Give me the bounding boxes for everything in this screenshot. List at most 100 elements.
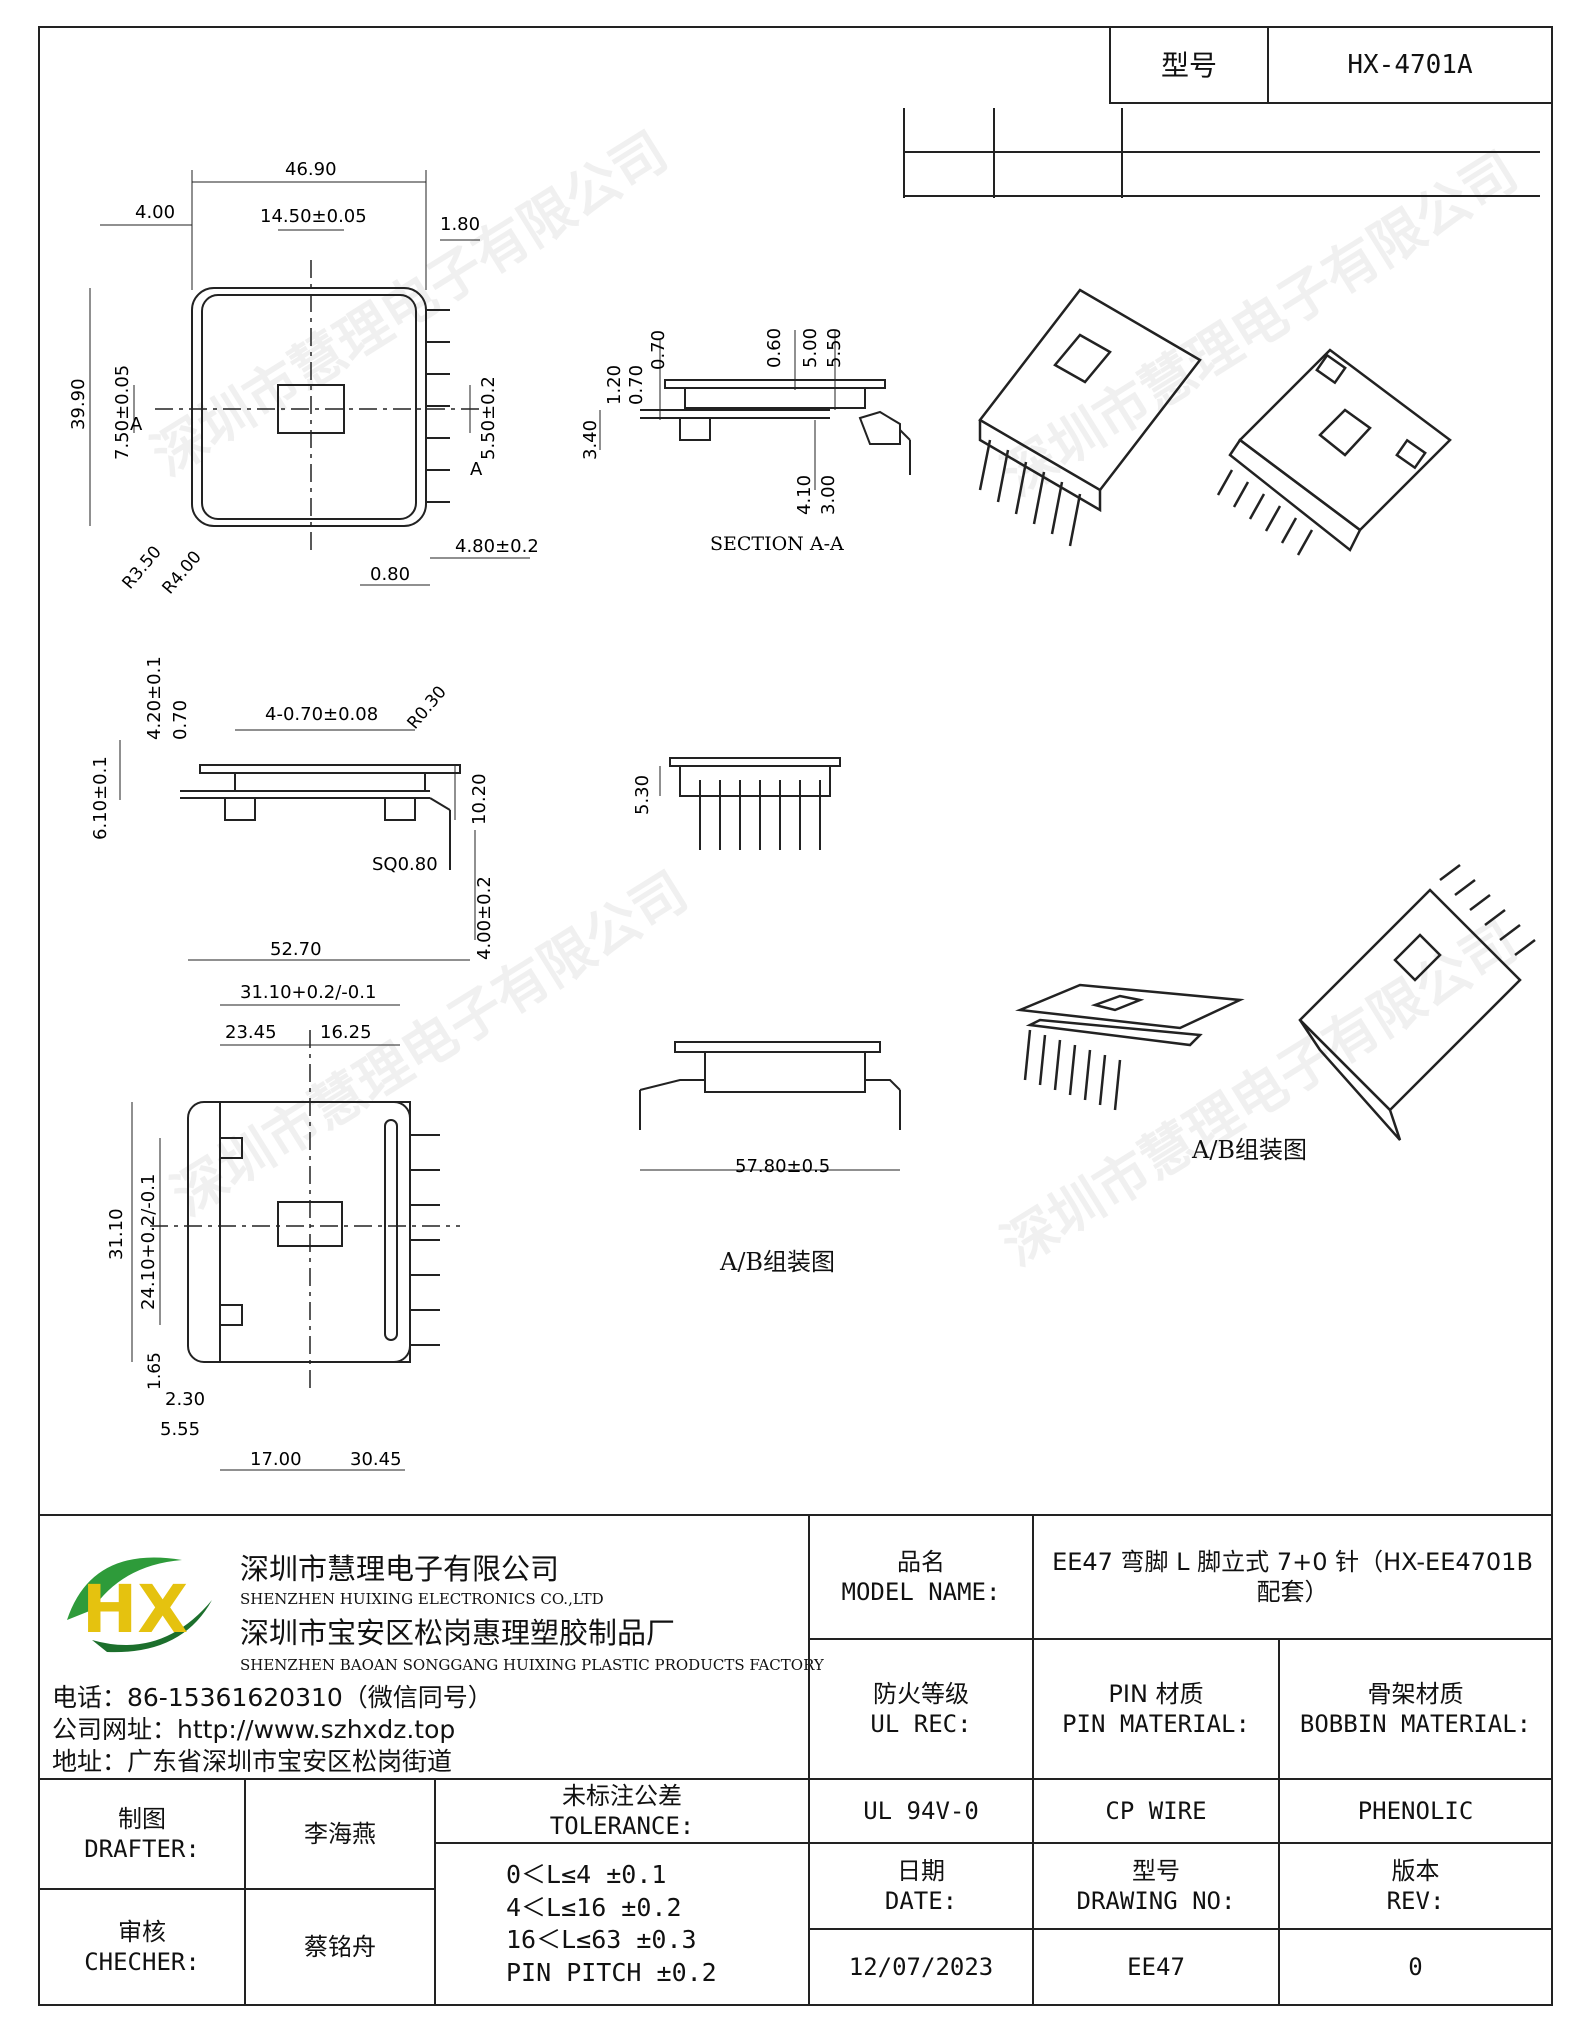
dim-A: 46.90 <box>285 159 337 180</box>
sec-dim-4-10: 4.10 <box>794 475 815 515</box>
dim-R4-00: R4.00 <box>159 547 206 598</box>
bobbin-material-value: PHENOLIC <box>1278 1778 1553 1844</box>
checker-label-cn: 审核 <box>118 1918 166 1946</box>
revision-table <box>903 108 1540 198</box>
company-address: 地址：广东省深圳市宝安区松岗街道 <box>52 1747 453 1776</box>
section-arrow-left: A <box>130 414 143 435</box>
tolerance-line-4: PIN PITCH ±0.2 <box>506 1957 717 1987</box>
assembly-label-2d: A/B组装图 <box>720 1248 836 1276</box>
bot-dim-T: 24.10+0.2/-0.1 <box>138 1174 159 1310</box>
top-view-drawing: A A 46.90 14.50±0.05 4.00 1.80 39.90 7.5… <box>68 159 539 598</box>
model-name-label-en: MODEL NAME: <box>841 1578 1001 1606</box>
dim-0-80: 0.80 <box>370 564 410 585</box>
dim-E: 5.50±0.2 <box>478 376 499 460</box>
side-dim-N: 4.00±0.2 <box>474 876 495 960</box>
model-name-label: 品名 MODEL NAME: <box>808 1514 1034 1640</box>
header-model-value: HX-4701A <box>1267 26 1553 104</box>
checker-label-en: CHECHER: <box>84 1948 200 1976</box>
ul-rec-label: 防火等级 UL REC: <box>808 1638 1034 1780</box>
factory-name-cn: 深圳市宝安区松岗惠理塑胶制品厂 <box>240 1616 676 1650</box>
date-label-cn: 日期 <box>897 1857 945 1885</box>
side-dim-R0-30: R0.30 <box>404 682 451 733</box>
dim-C: 39.90 <box>68 378 89 430</box>
ul-rec-label-cn: 防火等级 <box>873 1680 969 1708</box>
dim-D: 7.50±0.05 <box>112 365 133 460</box>
sec-dim-0-70a: 0.70 <box>626 365 647 405</box>
pin-material-value: CP WIRE <box>1032 1778 1280 1844</box>
model-name-label-cn: 品名 <box>897 1548 945 1576</box>
dim-1-80: 1.80 <box>440 214 480 235</box>
section-view-drawing: 3.40 1.20 0.70 0.70 0.60 5.00 5.50 4.10 … <box>580 328 911 555</box>
assembly-front-drawing: 57.80±0.5 <box>639 1041 901 1177</box>
sec-dim-3-40: 3.40 <box>580 420 601 460</box>
section-arrow-right: A <box>470 459 483 480</box>
front-view-drawing: 5.30 <box>632 757 841 850</box>
rev-label: 版本 REV: <box>1278 1842 1553 1930</box>
rev-value: 0 <box>1278 1928 1553 2006</box>
ul-rec-value: UL 94V-0 <box>808 1778 1034 1844</box>
ul-rec-label-en: UL REC: <box>870 1710 972 1738</box>
sec-dim-H: 5.50 <box>824 328 845 368</box>
side-dim-O: 10.20 <box>469 773 490 825</box>
front-dim-P: 5.30 <box>632 775 653 815</box>
date-label-en: DATE: <box>884 1887 958 1915</box>
drafter-label-cn: 制图 <box>118 1805 166 1833</box>
drafter-value: 李海燕 <box>244 1778 436 1890</box>
dim-B: 14.50±0.05 <box>260 206 367 227</box>
side-dim-I: 4-0.70±0.08 <box>265 704 378 725</box>
date-label: 日期 DATE: <box>808 1842 1034 1930</box>
checker-label: 审核 CHECHER: <box>38 1888 246 2006</box>
company-phone: 电话：86-15361620310（微信同号） <box>52 1683 493 1712</box>
bobbin-material-label-cn: 骨架材质 <box>1367 1680 1464 1708</box>
assembly-label-iso: A/B组装图 <box>1192 1136 1308 1164</box>
drawing-no-label-cn: 型号 <box>1132 1857 1180 1885</box>
pin-material-label: PIN 材质 PIN MATERIAL: <box>1032 1638 1280 1780</box>
company-logo: HX <box>67 1557 212 1653</box>
bot-dim-U: 1.65 <box>145 1352 165 1390</box>
drawing-no-value: EE47 <box>1032 1928 1280 2006</box>
pin-material-label-en: PIN MATERIAL: <box>1062 1710 1250 1738</box>
bobbin-material-label-en: BOBBIN MATERIAL: <box>1299 1710 1532 1738</box>
iso-view-top <box>978 288 1452 556</box>
sec-dim-0-60: 0.60 <box>764 328 785 368</box>
bot-dim-W: 5.55 <box>160 1419 200 1440</box>
iso-view-bottom <box>1015 864 1536 1141</box>
company-name-en: SHENZHEN HUIXING ELECTRONICS CO.,LTD <box>240 1590 604 1608</box>
tolerance-label: 未标注公差 TOLERANCE: <box>434 1778 810 1844</box>
drafter-label: 制图 DRAFTER: <box>38 1778 246 1890</box>
sec-dim-1-20: 1.20 <box>604 365 625 405</box>
bottom-view-drawing: 52.70 31.10+0.2/-0.1 23.45 16.25 31.10 2… <box>106 939 470 1471</box>
bot-dim-S: 31.10 <box>106 1208 127 1260</box>
dim-F: 4.80±0.2 <box>455 536 539 557</box>
checker-value: 蔡铭舟 <box>244 1888 436 2006</box>
side-dim-L: 6.10±0.1 <box>90 756 111 840</box>
section-label: SECTION A-A <box>710 533 844 555</box>
sec-dim-3-00: 3.00 <box>818 475 839 515</box>
tolerance-line-3: 16＜L≤63 ±0.3 <box>506 1925 697 1954</box>
side-dim-K: 4.20±0.1 <box>144 656 165 740</box>
drawing-no-label: 型号 DRAWING NO: <box>1032 1842 1280 1930</box>
sec-dim-G: 5.00 <box>800 328 821 368</box>
tolerance-label-cn: 未标注公差 <box>562 1782 682 1810</box>
date-value: 12/07/2023 <box>808 1928 1034 2006</box>
side-dim-J: 0.70 <box>170 700 191 740</box>
bot-dim-V: 2.30 <box>165 1389 205 1410</box>
dim-4-00: 4.00 <box>135 202 175 223</box>
side-view-drawing: 4.20±0.1 0.70 4-0.70±0.08 R0.30 6.10±0.1… <box>90 656 495 960</box>
company-website: 公司网址：http://www.szhxdz.top <box>52 1715 456 1744</box>
bot-dim-17-00: 17.00 <box>250 1449 302 1470</box>
logo-text: HX <box>82 1571 188 1648</box>
bot-dim-30-45: 30.45 <box>350 1449 402 1470</box>
side-dim-M: SQ0.80 <box>372 854 438 875</box>
model-name-value: EE47 弯脚 L 脚立式 7+0 针（HX-EE4701B 配套） <box>1032 1514 1553 1640</box>
bot-dim-Q: 52.70 <box>270 939 322 960</box>
assembly-dim-X: 57.80±0.5 <box>735 1156 830 1177</box>
drafter-label-en: DRAFTER: <box>84 1835 200 1863</box>
tolerance-label-en: TOLERANCE: <box>549 1812 695 1840</box>
company-name-cn: 深圳市慧理电子有限公司 <box>240 1552 560 1586</box>
drawing-no-label-en: DRAWING NO: <box>1076 1887 1236 1915</box>
rev-label-cn: 版本 <box>1391 1857 1440 1885</box>
sec-dim-0-70b: 0.70 <box>648 330 669 370</box>
pin-material-label-cn: PIN 材质 <box>1108 1680 1204 1708</box>
bot-dim-16-25: 16.25 <box>320 1022 372 1043</box>
